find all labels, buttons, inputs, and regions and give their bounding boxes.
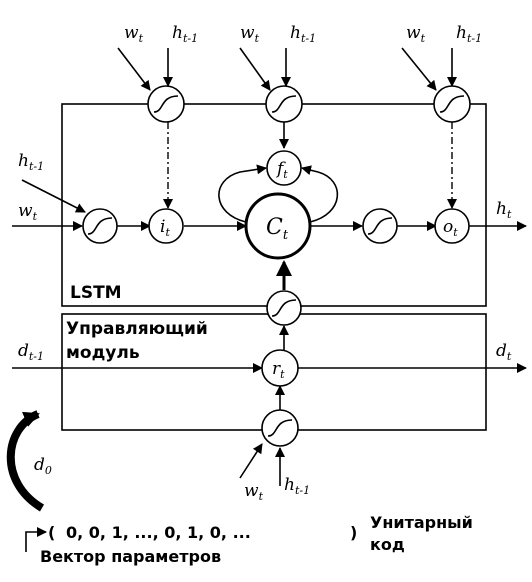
vector-close-paren: ) — [350, 523, 357, 542]
sigmoid-gate-1 — [147, 85, 185, 123]
label-d0: d0 — [34, 455, 52, 477]
label-h-top-1: ht-1 — [172, 23, 198, 45]
vector-open-paren: ( — [48, 523, 55, 542]
arrow-h-left — [21, 179, 86, 213]
label-w-top-3: wt — [406, 23, 426, 45]
cell-label: Ct — [266, 215, 289, 243]
unitary-label-line1: Унитарный — [370, 513, 473, 532]
sigmoid-output — [362, 208, 398, 244]
arrow-w-bottom — [239, 443, 263, 479]
vector-bracket-arrow — [25, 527, 47, 552]
arrow-w-to-gate1 — [117, 47, 151, 91]
i-gate-label: it — [160, 217, 170, 239]
label-d-in: dt-1 — [18, 341, 44, 363]
o-gate-label: ot — [443, 217, 458, 239]
i-gate-circle — [148, 208, 184, 244]
label-w-left: wt — [18, 201, 38, 223]
r-gate-label: rt — [272, 359, 285, 381]
label-w-top-2: wt — [240, 23, 260, 45]
lstm-block-label: LSTM — [70, 283, 122, 303]
label-w-top-1: wt — [124, 23, 144, 45]
arrow-w-to-gate2 — [239, 47, 271, 91]
loop-c-right — [301, 165, 339, 223]
label-w-bottom: wt — [244, 481, 264, 503]
loop-c-left — [218, 164, 267, 223]
unitary-label-line2: код — [370, 535, 405, 554]
vector-values: 0, 0, 1, ..., 0, 1, 0, ... — [66, 523, 251, 542]
label-h-left: ht-1 — [18, 151, 44, 173]
vector-label: Вектор параметров — [40, 547, 221, 566]
d0-curved-arrow — [6, 410, 45, 512]
sigmoid-bottom — [261, 409, 299, 447]
sigmoid-control — [266, 290, 302, 326]
sigmoid-input — [82, 208, 118, 244]
label-h-bottom: ht-1 — [284, 475, 310, 497]
cell-circle — [244, 192, 312, 260]
r-gate-circle — [261, 349, 299, 387]
f-gate-label: ft — [275, 159, 288, 181]
label-h-out: ht — [496, 199, 512, 221]
o-gate-circle — [434, 208, 470, 244]
control-module-label-line1: Управляющий — [66, 319, 208, 339]
label-h-top-2: ht-1 — [290, 23, 316, 45]
label-d-out: dt — [496, 341, 512, 363]
arrow-w-to-gate3 — [401, 47, 437, 91]
sigmoid-gate-3 — [433, 85, 471, 123]
sigmoid-gate-2 — [265, 85, 303, 123]
f-gate-circle — [266, 150, 302, 186]
control-module-label-line2: модуль — [66, 343, 140, 363]
label-h-top-3: ht-1 — [456, 23, 482, 45]
